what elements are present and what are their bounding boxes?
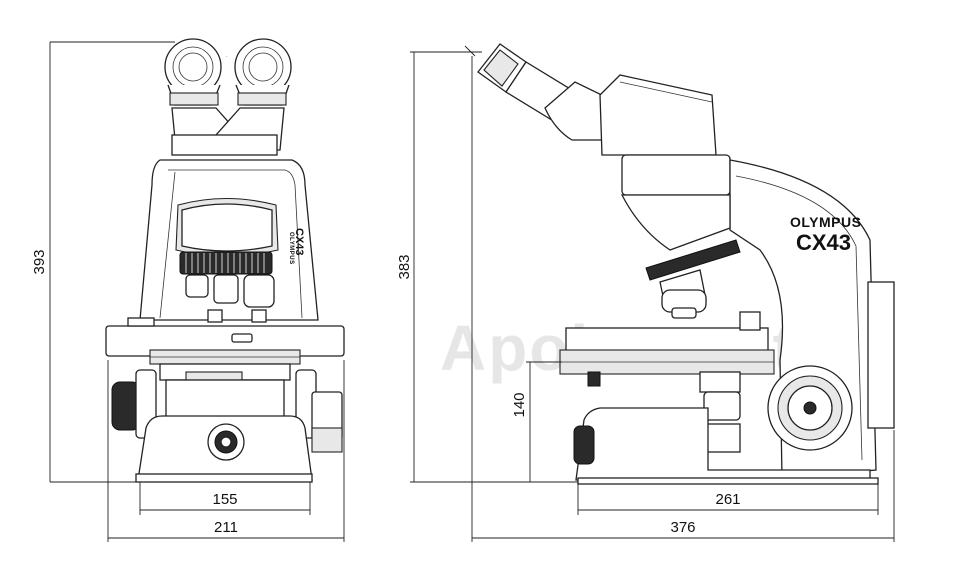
front-base bbox=[135, 379, 313, 483]
side-stage-height-dim: 140 bbox=[511, 392, 528, 417]
front-eyepieces: · bbox=[164, 38, 292, 156]
front-dimensions: 393 155 211 bbox=[31, 41, 345, 542]
side-view-microscope: OLYMPUS CX43 bbox=[477, 43, 895, 485]
side-dimensions: 383 140 261 376 bbox=[396, 45, 895, 542]
front-brand-label: OLYMPUS bbox=[288, 232, 294, 265]
side-eyepiece bbox=[477, 43, 717, 162]
side-base-depth-dim: 261 bbox=[715, 491, 740, 508]
front-view-microscope: · OLYMPUS C bbox=[105, 38, 345, 483]
svg-text:·: · bbox=[226, 54, 228, 60]
front-focus-knobs bbox=[111, 369, 343, 453]
front-model-label: CX43 bbox=[293, 228, 305, 256]
side-brand-label: OLYMPUS bbox=[790, 214, 861, 230]
front-stage bbox=[105, 317, 345, 381]
side-height-dim: 383 bbox=[396, 254, 413, 279]
front-height-dim: 393 bbox=[31, 249, 48, 274]
side-arm bbox=[729, 159, 895, 479]
side-nosepiece bbox=[620, 194, 741, 319]
side-overall-depth-dim: 376 bbox=[670, 519, 695, 536]
front-base-width-dim: 155 bbox=[212, 491, 237, 508]
front-arm bbox=[139, 159, 319, 323]
front-overall-width-dim: 211 bbox=[214, 519, 238, 536]
side-base bbox=[573, 407, 879, 485]
side-model-label: CX43 bbox=[796, 230, 851, 255]
side-head bbox=[621, 154, 731, 196]
